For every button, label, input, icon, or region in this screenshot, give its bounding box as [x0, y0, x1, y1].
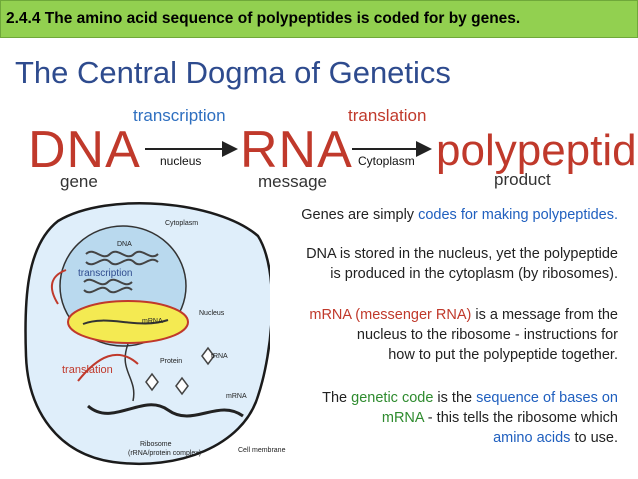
p3-line-2: nucleus to the ribosome - instructions f…: [356, 327, 618, 343]
p4-text-d: sequence of bases on: [476, 390, 618, 406]
header-bar: 2.4.4 The amino acid sequence of polypep…: [0, 0, 638, 38]
mrna-inner-strand: [82, 319, 169, 325]
p4-text-f: - this tells the ribosome which: [423, 410, 618, 426]
transcription-label: transcription: [133, 106, 226, 125]
dna-word: DNA: [28, 121, 141, 179]
diagram-label-nucleus: Nucleus: [199, 310, 225, 317]
dna-helix-icon: [83, 250, 159, 294]
p3-line-3: how to put the polypeptide together.: [388, 347, 618, 363]
mrna-exit-path: [124, 343, 135, 402]
diagram-label-ribosome: Ribosome: [140, 441, 172, 448]
page-title: The Central Dogma of Genetics: [15, 55, 451, 90]
paragraph-genetic-code: The genetic code is the sequence of base…: [322, 388, 618, 448]
mrna-strand: [87, 403, 244, 418]
gene-label: gene: [60, 172, 98, 191]
p4-text-g: amino acids: [493, 430, 571, 446]
p4-text-a: The: [322, 390, 352, 406]
cytoplasm-arrow-label: Cytoplasm: [358, 154, 415, 168]
p4-text-b: genetic code: [351, 390, 434, 406]
diagram-label-mrna-inner: mRNA: [142, 318, 163, 325]
diagram-label-mrna: mRNA: [226, 393, 247, 400]
diagram-label-cell-membrane: Cell membrane: [238, 447, 286, 454]
p1-text-b: codes for making polypeptides.: [418, 207, 618, 223]
p3-text-b: is a message from the: [471, 307, 618, 323]
p4-text-c: is the: [433, 390, 477, 406]
diagram-label-ribosome-sub: (rRNA/protein complex): [128, 450, 202, 457]
p4-text-h: to use.: [570, 430, 618, 446]
diagram-label-transcription: transcription: [78, 268, 133, 279]
nucleus-arrow-label: nucleus: [160, 154, 202, 168]
diagram-label-cytoplasm: Cytoplasm: [165, 220, 199, 227]
translation-label: translation: [348, 106, 427, 125]
p4-text-e: mRNA: [381, 410, 424, 426]
trna-icon: [145, 346, 215, 396]
translation-arrow: [77, 354, 139, 382]
message-label: message: [258, 172, 327, 191]
diagram-label-dna: DNA: [117, 241, 132, 248]
rna-word: RNA: [240, 121, 353, 179]
p2-line-2: is produced in the cytoplasm (by ribosom…: [330, 266, 618, 282]
polypeptide-word: polypeptide: [436, 126, 638, 175]
diagram-label-translation: translation: [62, 364, 113, 376]
paragraph-dna-location: DNA is stored in the nucleus, yet the po…: [306, 244, 618, 284]
cell-diagram: [24, 201, 270, 466]
product-label: product: [494, 170, 551, 189]
paragraph-mrna: mRNA (messenger RNA) is a message from t…: [309, 305, 618, 365]
paragraph-genes: Genes are simply codes for making polype…: [301, 205, 618, 225]
diagram-label-trna: tRNA: [211, 353, 228, 360]
diagram-label-protein: Protein: [160, 358, 183, 365]
p2-line-1: DNA is stored in the nucleus, yet the po…: [306, 246, 618, 262]
p3-text-a: mRNA (messenger RNA): [309, 307, 472, 323]
transcription-arrow: [50, 269, 67, 305]
header-title: 2.4.4 The amino acid sequence of polypep…: [6, 10, 521, 27]
p1-text-a: Genes are simply: [301, 207, 419, 223]
